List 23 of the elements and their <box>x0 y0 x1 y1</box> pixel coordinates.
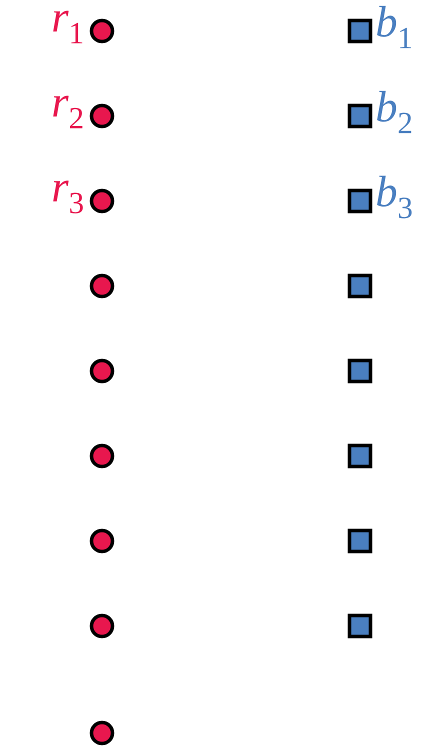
point-label: b$_{2}$ <box>377 90 412 134</box>
point-label: r$_{1}$ <box>53 10 82 44</box>
square-marker <box>348 188 372 214</box>
dot <box>90 358 114 384</box>
square-marker <box>348 614 372 638</box>
point-label: b$_{3}$ <box>377 176 412 218</box>
dot <box>90 104 114 128</box>
dot <box>90 274 114 298</box>
dot <box>90 614 114 638</box>
point-label: b$_{1}$ <box>377 6 411 48</box>
square-marker <box>348 274 372 298</box>
square-marker <box>348 18 372 44</box>
point-label: r$_{3}$ <box>53 180 83 214</box>
dot <box>90 720 114 746</box>
square-marker <box>348 104 372 128</box>
square-marker <box>348 444 372 468</box>
dot <box>90 444 114 468</box>
dot <box>90 528 114 554</box>
square-marker <box>348 528 372 554</box>
square-marker <box>348 358 372 384</box>
dot <box>90 188 114 214</box>
point-label: r$_{2}$ <box>53 96 82 128</box>
dot <box>90 18 114 44</box>
